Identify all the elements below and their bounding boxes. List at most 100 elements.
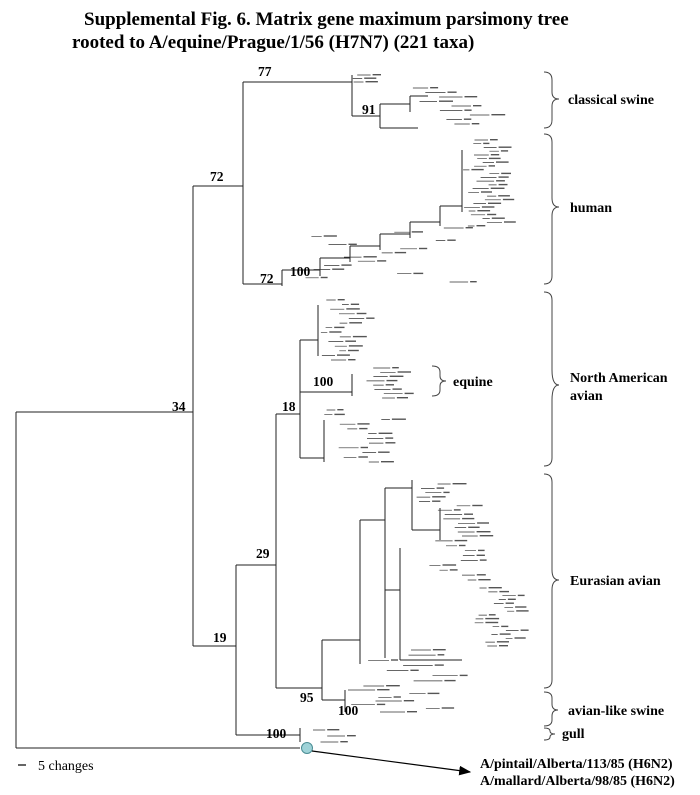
tip-label-mark (477, 210, 491, 212)
tip-branch-group (352, 74, 371, 83)
tip-branch-group (313, 729, 345, 743)
tip-label-mark (348, 359, 356, 361)
tip-label-mark (392, 388, 402, 390)
support-value-34: 34 (172, 399, 186, 414)
support-value-95: 95 (300, 690, 314, 705)
support-value-100-equine: 100 (313, 374, 334, 389)
tip-branch-group (324, 409, 390, 463)
tip-label-mark (488, 202, 502, 204)
tip-label-mark (449, 569, 458, 571)
tip-label-mark (359, 427, 368, 430)
tip-label-mark (476, 531, 491, 533)
brace-avian-like-swine (543, 691, 559, 727)
tip-label-mark (498, 183, 508, 186)
tip-label-mark (488, 157, 501, 160)
tip-label-mark (404, 392, 414, 395)
brace-equine (431, 365, 447, 397)
tip-label-mark (365, 81, 378, 83)
callout-taxon-pintail: A/pintail/Alberta/113/85 (H6N2) (480, 757, 673, 772)
clade-label-human: human (570, 201, 612, 216)
tip-label-mark (464, 513, 473, 515)
figure-title: Supplemental Fig. 6. Matrix gene maximum… (72, 8, 569, 54)
tip-label-mark (504, 221, 516, 223)
callout-arrow (311, 750, 472, 776)
support-value-100-swine: 100 (338, 703, 359, 718)
tip-branch-group (305, 227, 469, 283)
tip-label-mark (500, 150, 509, 152)
support-value-29: 29 (256, 546, 270, 561)
scale-bar: 5 changes (18, 759, 94, 774)
brace-human (543, 133, 560, 285)
brace-gull (543, 727, 556, 741)
tip-branch-group (348, 689, 440, 713)
tip-label-mark (490, 187, 505, 189)
tip-label-mark (516, 610, 529, 612)
brace-eurasian-avian (543, 473, 560, 689)
tip-label-mark (337, 354, 350, 356)
tip-label-mark (463, 118, 472, 120)
tip-branch-group (474, 587, 519, 647)
tip-label-mark (348, 345, 363, 347)
tip-label-mark (439, 100, 453, 102)
tip-label-mark (432, 496, 446, 498)
clade-label-avian-like-swine: avian-like swine (568, 704, 664, 719)
tip-label-mark (454, 539, 468, 542)
tip-label-mark (363, 256, 377, 258)
support-value-72-upper: 72 (210, 169, 224, 184)
tip-label-mark (394, 251, 407, 254)
tip-label-mark (381, 461, 394, 463)
support-value-100-human: 100 (290, 264, 311, 279)
tip-label-mark (419, 247, 428, 250)
clade-label-gull: gull (562, 727, 585, 742)
tip-label-mark (332, 268, 345, 270)
tip-label-mark (488, 587, 502, 589)
tip-label-mark (432, 649, 446, 651)
support-value-18: 18 (282, 399, 296, 414)
tip-label-mark (393, 696, 401, 698)
tip-label-mark (337, 299, 345, 301)
tip-label-mark (483, 142, 490, 145)
tip-label-mark (327, 729, 340, 731)
tip-label-mark (447, 239, 456, 241)
tip-label-mark (337, 409, 344, 411)
tip-label-mark (346, 308, 360, 310)
tip-label-mark (443, 491, 450, 494)
tip-label-mark (427, 692, 440, 695)
tip-label-mark (499, 633, 511, 635)
tip-branch-group (429, 535, 478, 581)
tip-label-mark (385, 442, 396, 444)
tip-label-mark (444, 679, 456, 682)
tip-label-mark (385, 437, 394, 439)
tip-label-mark (432, 500, 441, 502)
scale-bar-label: 5 changes (38, 759, 94, 774)
tip-label-mark (462, 517, 475, 520)
tip-branch-group (463, 139, 502, 227)
tip-label-mark (447, 91, 457, 93)
tip-label-mark (488, 165, 495, 167)
tip-label-mark (341, 264, 352, 266)
tip-label-mark (389, 375, 404, 377)
tip-label-mark (323, 235, 337, 237)
tip-label-mark (453, 509, 461, 511)
tip-label-mark (487, 213, 497, 216)
tip-label-mark (471, 123, 480, 125)
tip-label-mark (377, 689, 390, 691)
tip-label-mark (490, 139, 498, 141)
tip-label-mark (320, 276, 328, 279)
tip-label-mark (473, 105, 482, 107)
tip-label-mark (505, 602, 514, 604)
tip-label-mark (352, 335, 367, 338)
tip-branch-group (366, 367, 403, 399)
tip-label-mark (468, 526, 480, 528)
support-value-100-gull: 100 (266, 726, 287, 741)
tip-label-mark (396, 397, 408, 399)
tip-label-mark (376, 703, 386, 706)
tip-label-mark (340, 741, 348, 743)
tip-label-mark (498, 146, 512, 148)
tip-label-mark (391, 659, 398, 661)
clade-labels: classical swine human equine North Ameri… (453, 93, 668, 742)
tree-backbone (15, 75, 463, 749)
tip-label-mark (372, 74, 381, 76)
tip-label-mark (481, 206, 495, 208)
tip-label-mark (465, 227, 473, 229)
